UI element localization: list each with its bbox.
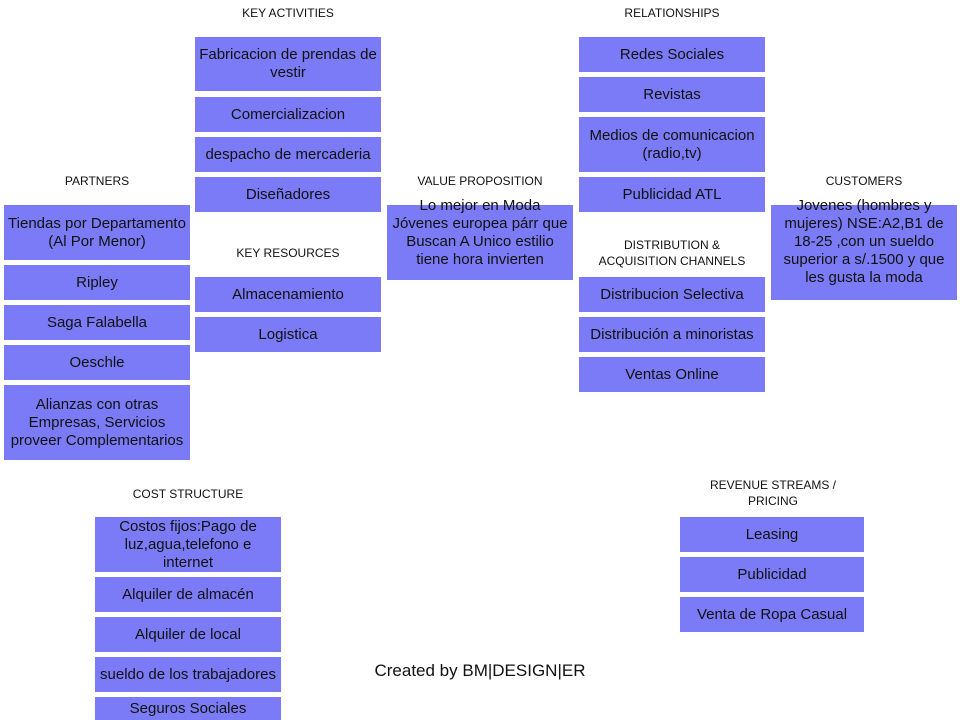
key-activity-label: Comercializacion (230, 105, 346, 123)
revenue-label: Leasing (745, 525, 799, 543)
relationship-box: Publicidad ATL (579, 177, 765, 212)
channel-label: Distribución a minoristas (590, 325, 754, 343)
partner-label: Ripley (76, 273, 118, 291)
relationship-label: Redes Sociales (619, 45, 725, 63)
heading-customers: CUSTOMERS (825, 174, 903, 188)
cost-label: Alquiler de local (135, 625, 241, 643)
relationship-box: Medios de comunicacion (radio,tv) (579, 117, 765, 172)
revenue-box: Leasing (680, 517, 864, 552)
heading-cost-structure: COST STRUCTURE (132, 487, 244, 501)
channel-box: Distribucion Selectiva (579, 277, 765, 312)
customers-box: Jovenes (hombres y mujeres) NSE:A2,B1 de… (771, 197, 957, 300)
channel-box: Distribución a minoristas (579, 317, 765, 352)
revenue-label: Publicidad (737, 565, 807, 583)
channel-label: Distribucion Selectiva (600, 285, 744, 303)
relationship-box: Revistas (579, 77, 765, 112)
heading-key-resources: KEY RESOURCES (236, 246, 340, 260)
cost-label: Costos fijos:Pago de luz,agua,telefono e… (119, 517, 257, 571)
customers-label: Jovenes (hombres y mujeres) NSE:A2,B1 de… (783, 197, 945, 286)
heading-distribution-channels: DISTRIBUTION & ACQUISITION CHANNELS (598, 238, 746, 268)
cost-box: Alquiler de almacén (95, 577, 281, 612)
cost-box: Costos fijos:Pago de luz,agua,telefono e… (95, 517, 281, 572)
key-activity-box: despacho de mercaderia (195, 137, 381, 172)
heading-partners: PARTNERS (64, 174, 130, 188)
heading-key-activities: KEY ACTIVITIES (242, 6, 334, 20)
cost-label: Alquiler de almacén (122, 585, 254, 603)
key-activity-label: Fabricacion de prendas de vestir (199, 46, 377, 81)
revenue-box: Venta de Ropa Casual (680, 597, 864, 632)
key-resource-label: Almacenamiento (232, 285, 344, 303)
partner-label: Tiendas por Departamento (Al Por Menor) (8, 214, 186, 250)
cost-box: sueldo de los trabajadores (95, 657, 281, 692)
partner-box: Ripley (4, 265, 190, 300)
cost-label: sueldo de los trabajadores (100, 665, 276, 683)
cost-box: Seguros Sociales (95, 697, 281, 720)
key-activity-label: despacho de mercaderia (205, 145, 371, 163)
key-activity-box: Fabricacion de prendas de vestir (195, 37, 381, 91)
key-activity-box: Diseñadores (195, 177, 381, 212)
partner-box: Alianzas con otras Empresas, Servicios p… (4, 385, 190, 460)
partner-box: Saga Falabella (4, 305, 190, 340)
channel-box: Ventas Online (579, 357, 765, 392)
relationship-label: Medios de comunicacion (radio,tv) (589, 126, 755, 162)
relationship-box: Redes Sociales (579, 37, 765, 72)
heading-value-proposition: VALUE PROPOSITION (417, 174, 543, 188)
partner-label: Alianzas con otras Empresas, Servicios p… (10, 395, 184, 449)
key-resource-box: Almacenamiento (195, 277, 381, 312)
heading-relationships: RELATIONSHIPS (624, 6, 720, 20)
channel-label: Ventas Online (625, 365, 719, 383)
relationship-label: Publicidad ATL (622, 185, 722, 203)
revenue-box: Publicidad (680, 557, 864, 592)
key-activity-box: Comercializacion (195, 97, 381, 132)
key-resource-label: Logistica (258, 325, 318, 343)
value-proposition-box: Lo mejor en Moda Jóvenes europea párr qu… (387, 197, 573, 280)
partner-label: Saga Falabella (46, 313, 148, 331)
relationship-label: Revistas (643, 85, 701, 103)
key-resource-box: Logistica (195, 317, 381, 352)
partner-box: Tiendas por Departamento (Al Por Menor) (4, 205, 190, 260)
key-activity-label: Diseñadores (245, 185, 331, 203)
partner-box: Oeschle (4, 345, 190, 380)
heading-revenue-streams: REVENUE STREAMS / PRICING (709, 478, 837, 508)
cost-box: Alquiler de local (95, 617, 281, 652)
cost-label: Seguros Sociales (129, 700, 247, 717)
revenue-label: Venta de Ropa Casual (696, 605, 848, 623)
footer-credit: Created by BM|DESIGN|ER (374, 661, 586, 680)
value-proposition-label: Lo mejor en Moda Jóvenes europea párr qu… (392, 197, 568, 268)
partner-label: Oeschle (69, 353, 125, 371)
